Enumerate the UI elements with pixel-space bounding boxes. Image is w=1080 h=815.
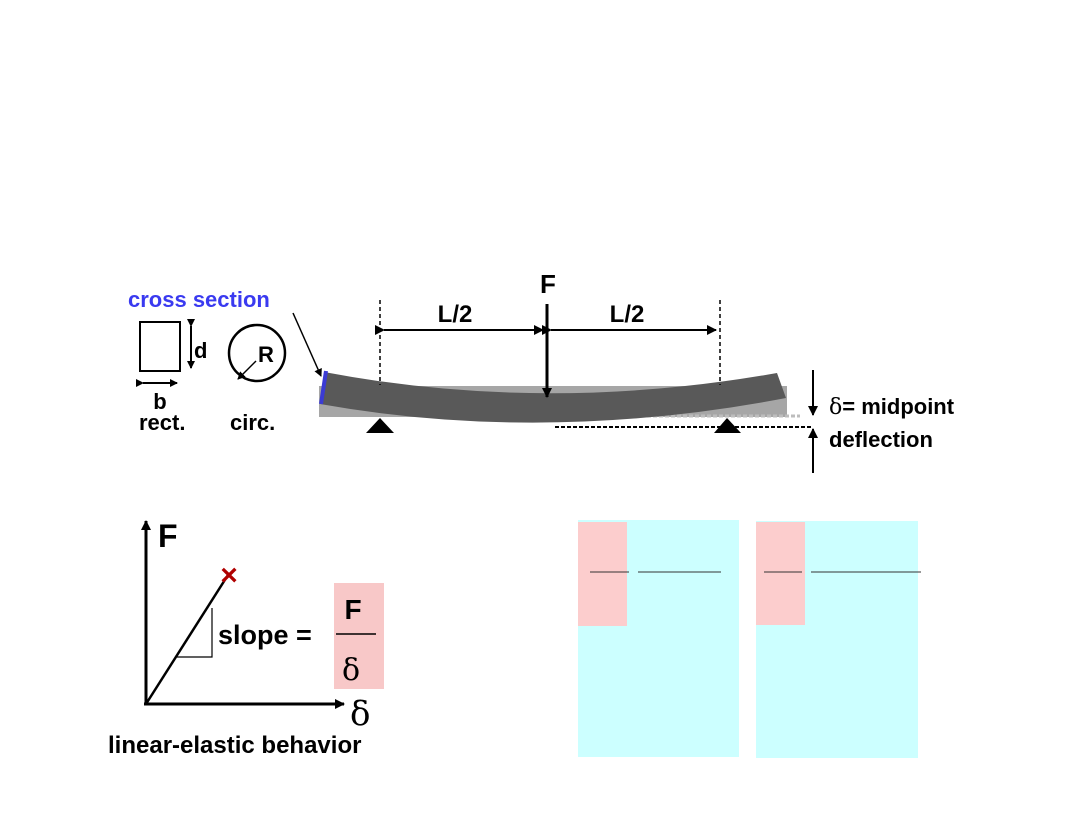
deflection-label-line1: δ= midpoint xyxy=(829,394,955,420)
deflected-beam xyxy=(320,372,786,423)
left-span-label: L/2 xyxy=(438,301,473,328)
fracture-x-mark-icon: × xyxy=(220,559,238,592)
circ-caption: circ. xyxy=(230,410,275,435)
slope-numerator: F xyxy=(344,594,361,625)
left-support-icon xyxy=(366,418,394,433)
rect-width-label: b xyxy=(153,389,166,414)
force-deflection-graph: F δ × slope = F δ linear-elastic behavio… xyxy=(108,518,384,759)
slope-prefix: slope = xyxy=(218,620,312,650)
slope-triangle xyxy=(177,608,213,658)
circ-radius-label: R xyxy=(258,342,274,367)
panel-right xyxy=(756,521,921,758)
panel-left-pink xyxy=(578,522,627,626)
deflection-symbol: δ xyxy=(829,395,842,420)
force-label: F xyxy=(540,269,556,299)
right-support-icon xyxy=(714,418,741,433)
panel-right-pink xyxy=(756,522,805,625)
slope-fraction-box xyxy=(334,583,384,689)
deflection-label-line2: deflection xyxy=(829,427,933,452)
x-axis-label: δ xyxy=(350,694,370,734)
circ-cross-section xyxy=(227,323,287,383)
rect-depth-label: d xyxy=(194,338,207,363)
slope-denominator: δ xyxy=(342,653,360,688)
y-axis-label: F xyxy=(158,518,178,554)
rect-caption: rect. xyxy=(139,410,185,435)
cross-section-label: cross section xyxy=(128,287,270,312)
panel-left xyxy=(578,520,739,757)
right-span-label: L/2 xyxy=(610,301,645,328)
graph-caption: linear-elastic behavior xyxy=(108,732,361,759)
cross-section-leader xyxy=(292,312,322,377)
elastic-line xyxy=(144,574,230,705)
deflection-text: = midpoint xyxy=(842,394,955,419)
cross-section-edge xyxy=(319,370,328,405)
circ-radius-arrow xyxy=(237,360,257,380)
beam-diagram: L/2 L/2 F δ= midpoint deflection cross s… xyxy=(128,269,955,473)
rect-cross-section xyxy=(139,321,181,372)
